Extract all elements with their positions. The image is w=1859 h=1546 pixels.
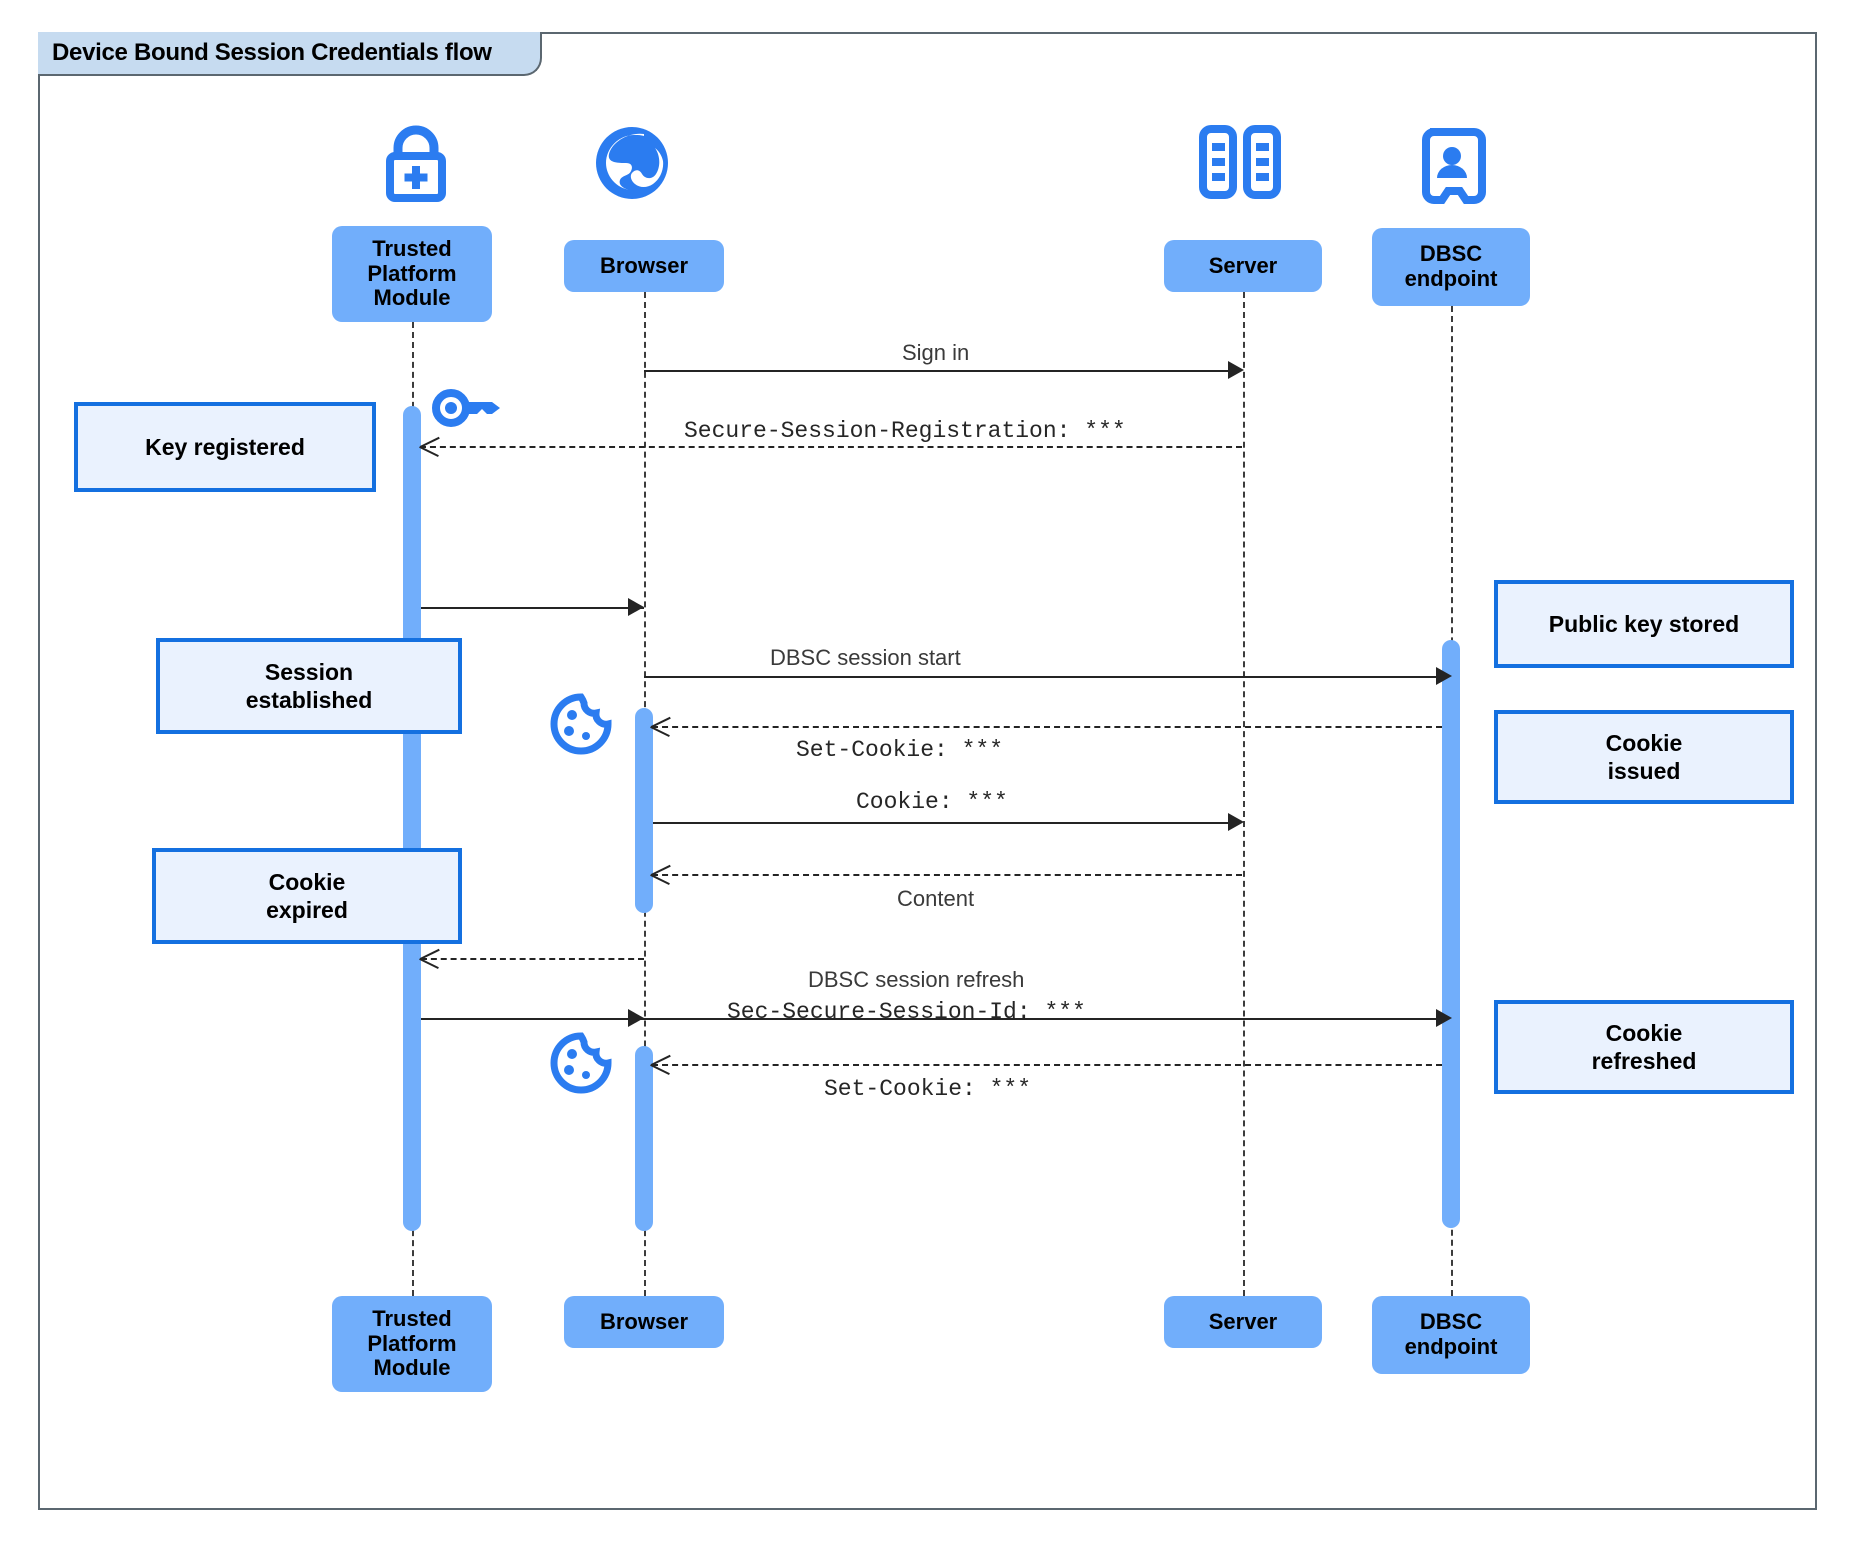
message-arrowhead-2 [420, 435, 440, 457]
activation-bar-browser-2 [635, 1046, 653, 1231]
note-key-registered: Key registered [74, 402, 376, 492]
message-line-9 [421, 1018, 1442, 1020]
id-badge-icon [1418, 128, 1486, 204]
participant-label: Browser [599, 252, 689, 278]
participant-browser-bottom[interactable]: Browser [564, 1296, 724, 1348]
message-arrowhead-4 [1436, 667, 1452, 685]
message-label-4: DBSC session start [770, 645, 961, 670]
message-arrowhead-6 [1228, 813, 1244, 831]
cookie-icon [548, 693, 614, 755]
activation-bar-browser-1 [635, 708, 653, 913]
message-arrowhead-1 [1228, 361, 1244, 379]
message-line-7 [652, 874, 1242, 876]
message-arrowhead-5 [651, 715, 671, 737]
message-arrowhead-8 [420, 947, 440, 969]
note-public-key-stored: Public key stored [1494, 580, 1794, 668]
globe-icon [592, 124, 672, 202]
server-rack-icon [1198, 125, 1282, 201]
key-icon [430, 382, 502, 434]
message-line-4 [644, 676, 1442, 678]
message-line-8 [421, 958, 644, 960]
activation-bar-dbsc [1442, 640, 1460, 1228]
participant-browser-top[interactable]: Browser [564, 240, 724, 292]
diagram-frame-title: Device Bound Session Credentials flow [38, 32, 542, 76]
message-arrowhead-11 [651, 1053, 671, 1075]
message-arrowhead-3 [628, 598, 644, 616]
message-line-2 [420, 446, 1242, 448]
cookie-icon [548, 1032, 614, 1094]
participant-label: Browser [599, 1308, 689, 1334]
message-arrowhead-9a [628, 1009, 644, 1027]
message-label-1: Sign in [902, 340, 970, 365]
lifeline-server [1243, 292, 1245, 1296]
padlock-plus-icon [370, 122, 462, 202]
message-label-2: Secure-Session-Registration: *** [684, 418, 1126, 444]
message-label-5: Set-Cookie: *** [796, 737, 1004, 763]
participant-label: Server [1208, 1308, 1278, 1334]
message-line-3 [421, 607, 644, 609]
message-line-11 [652, 1064, 1442, 1066]
message-label-7: Content [897, 886, 975, 911]
activation-bar-tpm [403, 406, 421, 1231]
participant-server-top[interactable]: Server [1164, 240, 1322, 292]
message-label-6: Cookie: *** [856, 789, 1008, 815]
message-label-10: Sec-Secure-Session-Id: *** [727, 999, 1086, 1025]
message-line-1 [644, 370, 1228, 372]
participant-label: Server [1208, 252, 1278, 278]
message-arrowhead-9b [1436, 1009, 1452, 1027]
message-arrowhead-7 [651, 863, 671, 885]
note-text: Key registered [145, 433, 305, 460]
message-line-5 [652, 726, 1442, 728]
message-label-11: Set-Cookie: *** [824, 1076, 1032, 1102]
message-label-9: DBSC session refresh [808, 967, 1025, 992]
message-line-6 [653, 822, 1228, 824]
note-text: Public key stored [1548, 610, 1740, 637]
participant-server-bottom[interactable]: Server [1164, 1296, 1322, 1348]
